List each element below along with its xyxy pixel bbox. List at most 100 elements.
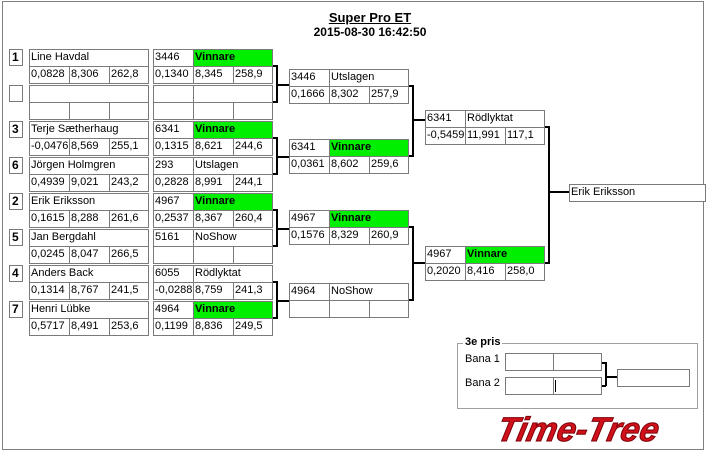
speed[interactable]: 249,5 (233, 318, 273, 336)
reaction-time[interactable] (153, 102, 194, 120)
racer-name[interactable]: Terje Sætherhaug (29, 121, 149, 139)
elapsed-time[interactable]: 8,302 (329, 86, 370, 104)
speed[interactable]: 262,8 (109, 66, 149, 84)
third-place-result[interactable] (617, 369, 690, 387)
elapsed-time[interactable]: 8,569 (69, 138, 110, 156)
elapsed-time[interactable]: 8,491 (69, 318, 110, 336)
elapsed-time[interactable] (193, 102, 234, 120)
final-winner[interactable]: Erik Eriksson (569, 184, 706, 202)
status-vinnare[interactable]: Vinnare (193, 121, 273, 139)
reaction-time[interactable]: 0,1340 (153, 66, 194, 84)
lane-id[interactable]: 293 (153, 157, 194, 175)
elapsed-time[interactable]: 8,621 (193, 138, 234, 156)
elapsed-time[interactable]: 8,767 (69, 282, 110, 300)
status-vinnare[interactable]: Vinnare (193, 193, 273, 211)
racer-name[interactable]: Anders Back (29, 265, 149, 283)
reaction-time[interactable]: 0,5717 (29, 318, 70, 336)
elapsed-time[interactable]: 8,306 (69, 66, 110, 84)
reaction-time[interactable] (29, 102, 70, 120)
racer-name[interactable]: Jan Bergdahl (29, 229, 149, 247)
elapsed-time[interactable]: 8,759 (193, 282, 234, 300)
speed[interactable]: 241,3 (233, 282, 273, 300)
reaction-time[interactable]: 0,2537 (153, 210, 194, 228)
lane-id[interactable]: 4967 (289, 210, 330, 228)
elapsed-time[interactable]: 8,416 (465, 263, 506, 281)
speed[interactable]: 243,2 (109, 174, 149, 192)
status-utslagen[interactable]: Utslagen (329, 69, 409, 87)
reaction-time[interactable]: -0,5459 (425, 127, 466, 145)
elapsed-time[interactable] (193, 246, 234, 264)
lane-id[interactable]: 3446 (289, 69, 330, 87)
reaction-time[interactable]: 0,0245 (29, 246, 70, 264)
racer-name[interactable]: Jörgen Holmgren (29, 157, 149, 175)
speed[interactable]: 241,5 (109, 282, 149, 300)
reaction-time[interactable]: -0,0288 (153, 282, 194, 300)
lane-id[interactable]: 6341 (153, 121, 194, 139)
status-noshow[interactable]: NoShow (329, 283, 409, 301)
third-lane1-id[interactable] (505, 353, 554, 371)
speed[interactable]: 259,6 (369, 156, 409, 174)
reaction-time[interactable] (289, 300, 330, 318)
speed[interactable]: 244,1 (233, 174, 273, 192)
status-vinnare[interactable]: Vinnare (193, 49, 273, 67)
lane-id[interactable]: 4964 (289, 283, 330, 301)
racer-name[interactable]: Erik Eriksson (29, 193, 149, 211)
lane-id[interactable]: 4967 (153, 193, 194, 211)
reaction-time[interactable]: -0,0476 (29, 138, 70, 156)
lane-id[interactable]: 6341 (289, 139, 330, 157)
reaction-time[interactable]: 0,0828 (29, 66, 70, 84)
reaction-time[interactable]: 0,2828 (153, 174, 194, 192)
speed[interactable]: 255,1 (109, 138, 149, 156)
lane-id[interactable]: 3446 (153, 49, 194, 67)
status-noshow[interactable]: NoShow (193, 229, 273, 247)
status-vinnare[interactable]: Vinnare (329, 210, 409, 228)
speed[interactable]: 253,6 (109, 318, 149, 336)
speed[interactable]: 258,0 (505, 263, 545, 281)
status-rödlyktat[interactable]: Rödlyktat (465, 110, 545, 128)
racer-name[interactable]: Henri Lübke (29, 301, 149, 319)
elapsed-time[interactable]: 8,836 (193, 318, 234, 336)
elapsed-time[interactable]: 8,329 (329, 227, 370, 245)
reaction-time[interactable]: 0,1314 (29, 282, 70, 300)
elapsed-time[interactable]: 11,991 (465, 127, 506, 145)
third-lane1-status[interactable] (553, 353, 602, 371)
elapsed-time[interactable]: 8,047 (69, 246, 110, 264)
reaction-time[interactable]: 0,1315 (153, 138, 194, 156)
status-vinnare[interactable]: Vinnare (193, 301, 273, 319)
speed[interactable]: 266,5 (109, 246, 149, 264)
speed[interactable]: 117,1 (505, 127, 545, 145)
status-vinnare[interactable]: Vinnare (465, 246, 545, 264)
speed[interactable] (109, 102, 149, 120)
third-lane2-id[interactable] (505, 377, 554, 395)
racer-name[interactable]: Line Havdal (29, 49, 149, 67)
elapsed-time[interactable]: 8,367 (193, 210, 234, 228)
status-vinnare[interactable]: Vinnare (329, 139, 409, 157)
elapsed-time[interactable]: 8,288 (69, 210, 110, 228)
lane-id[interactable] (153, 85, 194, 103)
lane-id[interactable]: 4967 (425, 246, 466, 264)
speed[interactable]: 257,9 (369, 86, 409, 104)
speed[interactable]: 261,6 (109, 210, 149, 228)
lane-id[interactable]: 6341 (425, 110, 466, 128)
third-lane2-status[interactable] (553, 377, 602, 395)
reaction-time[interactable]: 0,2020 (425, 263, 466, 281)
speed[interactable] (233, 102, 273, 120)
elapsed-time[interactable]: 9,021 (69, 174, 110, 192)
lane-id[interactable]: 6055 (153, 265, 194, 283)
reaction-time[interactable]: 0,1199 (153, 318, 194, 336)
elapsed-time[interactable] (329, 300, 370, 318)
speed[interactable]: 260,4 (233, 210, 273, 228)
speed[interactable] (233, 246, 273, 264)
elapsed-time[interactable]: 8,602 (329, 156, 370, 174)
status-rödlyktat[interactable]: Rödlyktat (193, 265, 273, 283)
speed[interactable]: 260,9 (369, 227, 409, 245)
elapsed-time[interactable] (69, 102, 110, 120)
reaction-time[interactable]: 0,1666 (289, 86, 330, 104)
reaction-time[interactable]: 0,1576 (289, 227, 330, 245)
reaction-time[interactable]: 0,1615 (29, 210, 70, 228)
speed[interactable]: 258,9 (233, 66, 273, 84)
reaction-time[interactable] (153, 246, 194, 264)
lane-id[interactable]: 5161 (153, 229, 194, 247)
elapsed-time[interactable]: 8,991 (193, 174, 234, 192)
lane-id[interactable]: 4964 (153, 301, 194, 319)
